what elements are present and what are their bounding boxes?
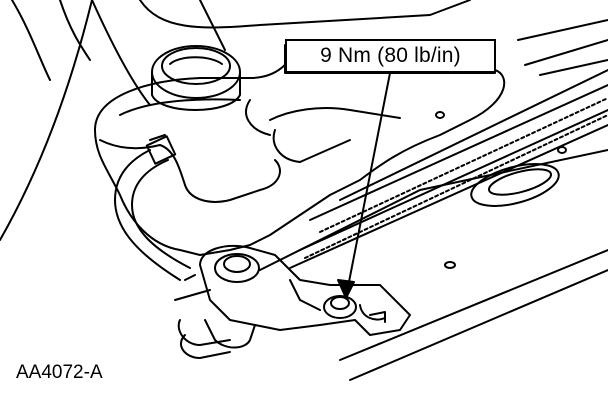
hood-edge-lines: [0, 0, 151, 241]
callout-leader-arrow: [337, 72, 391, 299]
mounting-bracket: [199, 244, 411, 349]
torque-callout: 9 Nm (80 lb/in): [285, 39, 496, 73]
radiator-support-frame: [139, 0, 608, 76]
lower-hose-connectors: [174, 274, 231, 359]
overflow-hose: [114, 134, 191, 281]
bracket-bolt-left: [214, 253, 260, 283]
reservoir-cap: [151, 45, 241, 111]
radiator-core: [289, 69, 608, 269]
torque-target-bolt: [323, 295, 357, 319]
lower-panel: [259, 111, 608, 381]
figure-id-label: AA4072-A: [16, 362, 103, 383]
coolant-reservoir: [94, 44, 506, 256]
